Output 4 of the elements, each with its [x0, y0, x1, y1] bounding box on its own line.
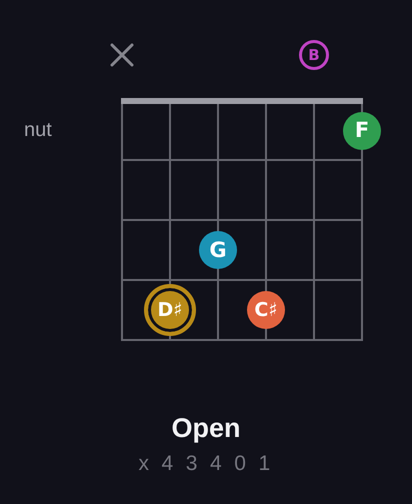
fingering-text: x 4 3 4 0 1 [138, 451, 274, 477]
open-string-note-ring: B [299, 40, 329, 70]
nut-label: nut [24, 118, 52, 142]
chord-name: Open [171, 412, 240, 445]
